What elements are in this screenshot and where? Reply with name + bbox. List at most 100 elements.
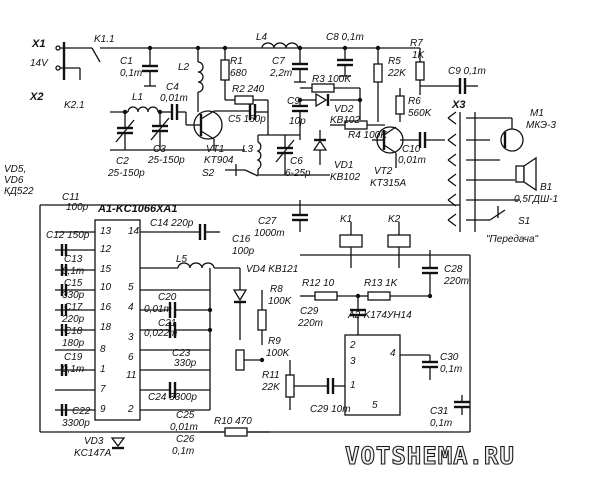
power-input xyxy=(55,42,420,80)
label-r4: R4 100K xyxy=(348,130,388,141)
label-l2: L2 xyxy=(178,62,190,73)
label-k2: K2 xyxy=(388,214,401,225)
label-c24: C24 3300p xyxy=(148,392,197,403)
label-c12: C12 150p xyxy=(46,230,90,241)
capacitor-c30 xyxy=(400,354,438,380)
label-c19-value: 0,1m xyxy=(62,364,84,375)
trimmer-c6 xyxy=(258,134,330,176)
label-c10: C10 xyxy=(402,144,421,155)
label-c22: C22 xyxy=(72,406,91,417)
label-vt1-value: KT904 xyxy=(204,155,234,166)
label-c9-10p-value: 10p xyxy=(289,116,306,127)
trimmer-c2 xyxy=(115,112,135,150)
label-x1: X1 xyxy=(31,38,45,50)
varicap-vd4 xyxy=(232,268,248,340)
label-vd6: VD6 xyxy=(4,175,24,186)
label-s2: S2 xyxy=(202,168,215,179)
label-b1-value: 0,5ГДШ-1 xyxy=(514,194,558,205)
label-vt2-value: KT315A xyxy=(370,178,406,189)
label-kd522: КД522 xyxy=(4,186,34,197)
label-c10-value: 0,01m xyxy=(398,155,426,166)
inductor-l1 xyxy=(110,106,172,113)
resistor-r11 xyxy=(285,360,310,410)
label-c26: C26 xyxy=(176,434,195,445)
capacitor-c1 xyxy=(142,48,158,87)
resistor-r9 xyxy=(235,349,262,371)
label-c20: C20 xyxy=(158,292,177,303)
label-l3: L3 xyxy=(242,144,254,155)
pin-8: 8 xyxy=(100,344,106,355)
pin-5: 5 xyxy=(128,282,134,293)
label-r7: R7 xyxy=(410,38,423,49)
label-l5: L5 xyxy=(176,254,188,265)
label-r9: R9 xyxy=(268,336,281,347)
pin-3: 3 xyxy=(128,332,134,343)
capacitor-c5 xyxy=(214,100,269,135)
resistor-r13 xyxy=(358,291,430,301)
label-c2: C2 xyxy=(116,156,129,167)
pin-2: 2 xyxy=(127,404,134,415)
label-s1: S1 xyxy=(518,216,530,227)
resistor-r10 xyxy=(200,427,270,437)
resistor-r2 xyxy=(225,95,268,105)
a2-pin-2: 2 xyxy=(349,340,356,351)
varicap-vd1 xyxy=(312,130,328,165)
connector-x3 xyxy=(447,111,520,232)
label-s1-value: "Передача" xyxy=(486,234,539,245)
label-c25: C25 xyxy=(176,410,195,421)
label-c29-10m: C29 10m xyxy=(310,404,351,415)
speaker-b1 xyxy=(515,156,537,192)
label-r1: R1 xyxy=(230,56,243,67)
trimmer-c3 xyxy=(150,112,170,150)
label-a1: A1-KC1066XA1 xyxy=(97,203,177,215)
chip-a2 xyxy=(344,334,401,416)
label-c16-value: 100p xyxy=(232,246,255,257)
label-c13-value: 0,1m xyxy=(62,266,84,277)
label-vt1: VT1 xyxy=(206,144,224,155)
label-c7: C7 xyxy=(272,56,285,67)
varicap-vd2 xyxy=(300,88,361,120)
label-c18-value: 180p xyxy=(62,338,85,349)
label-14v: 14V xyxy=(30,58,49,69)
label-c3-value: 25-150p xyxy=(147,155,185,166)
pin-18: 18 xyxy=(100,322,112,333)
label-c18: C18 xyxy=(64,326,83,337)
pin-12: 12 xyxy=(100,244,112,255)
a2-pin-4: 4 xyxy=(390,348,396,359)
a2-pin-5: 5 xyxy=(372,400,378,411)
capacitor-c7 xyxy=(292,48,308,83)
resistor-r7 xyxy=(415,48,478,95)
a2-pin-3: 3 xyxy=(350,356,356,367)
resistor-r8 xyxy=(257,290,267,345)
label-c6-value: 6-25p xyxy=(285,168,311,179)
pin-4: 4 xyxy=(128,302,134,313)
label-c29: C29 xyxy=(300,306,319,317)
pin-16: 16 xyxy=(100,302,112,313)
label-c11-value: 100p xyxy=(66,202,89,213)
label-c27: C27 xyxy=(258,216,277,227)
label-c5: C5 150p xyxy=(228,114,266,125)
label-c2-value: 25-150p xyxy=(107,168,145,179)
resistor-r1 xyxy=(220,48,230,100)
pin-14: 14 xyxy=(128,226,140,237)
label-c15-value: 330p xyxy=(62,290,85,301)
pin-7: 7 xyxy=(100,384,106,395)
label-r2: R2 240 xyxy=(232,84,265,95)
pin-13: 13 xyxy=(100,226,112,237)
label-c29-value: 220m xyxy=(297,318,323,329)
pin-11: 11 xyxy=(126,370,136,381)
label-c1: C1 xyxy=(120,56,133,67)
label-c11: C11 xyxy=(62,192,80,203)
label-r11-value: 22K xyxy=(261,382,281,393)
label-c22-value: 3300p xyxy=(62,418,90,429)
label-x3: X3 xyxy=(451,99,465,111)
label-c23-value: 330p xyxy=(174,358,197,369)
label-k2-1: K2.1 xyxy=(64,100,85,111)
label-c31: C31 xyxy=(430,406,448,417)
label-c17-value: 220p xyxy=(61,314,85,325)
label-r6-value: 560K xyxy=(408,108,433,119)
transistor-vt2 xyxy=(372,126,404,168)
capacitor-c29-10m xyxy=(310,378,345,394)
label-r8-value: 100K xyxy=(268,296,293,307)
resistor-r3 xyxy=(300,83,360,93)
